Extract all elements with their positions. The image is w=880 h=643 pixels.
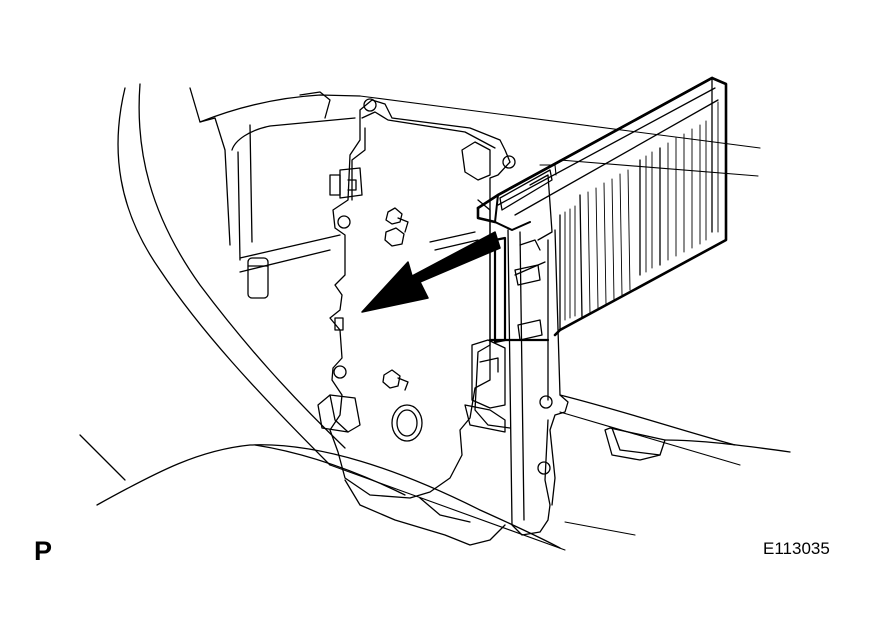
dashboard-contour xyxy=(80,84,560,548)
filter-pleats xyxy=(565,102,718,320)
housing-bracket xyxy=(190,88,360,298)
arrow-icon xyxy=(362,232,500,312)
lower-housing xyxy=(560,395,790,460)
leader-lines xyxy=(330,96,760,550)
filter-holder xyxy=(465,200,568,535)
figure-id-label: E113035 xyxy=(763,539,830,558)
view-letter-label: P xyxy=(34,536,53,566)
air-filter-element xyxy=(478,78,726,335)
cover-panel xyxy=(318,99,515,545)
